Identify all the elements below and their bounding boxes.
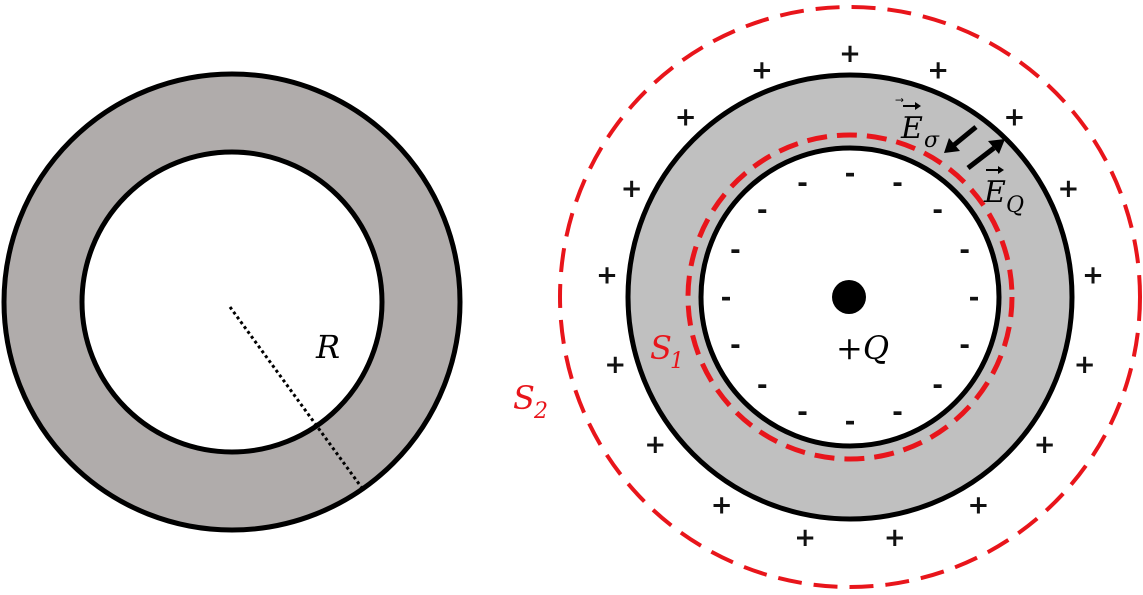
surface-s1-symbol: S (650, 329, 672, 367)
outer-charge-sign: + (794, 523, 816, 553)
point-charge-label: +Q (836, 329, 889, 367)
inner-charge-sign: - (892, 168, 903, 198)
outer-charge-sign: + (1074, 350, 1096, 380)
field-e-sigma-symbol: E (900, 111, 923, 146)
inner-surface-charges: ---------------- (721, 159, 980, 437)
inner-charge-sign: - (892, 398, 903, 428)
field-e-sigma-arrow (944, 125, 978, 153)
field-e-q-subscript: Q (1006, 193, 1024, 218)
outer-charge-sign: + (884, 523, 906, 553)
radius-line (228, 306, 364, 489)
vector-head-icon (915, 102, 921, 110)
inner-charge-sign: - (959, 236, 970, 266)
inner-charge-sign: - (721, 283, 732, 313)
outer-charge-sign: + (711, 491, 733, 521)
inner-charge-sign: - (845, 159, 856, 189)
field-e-q-label: E Q (983, 166, 1024, 218)
inner-charge-sign: - (932, 371, 943, 401)
outer-charge-sign: + (751, 56, 773, 86)
inner-charge-sign: - (757, 371, 768, 401)
surface-s1-subscript: 1 (670, 349, 684, 374)
vector-head-icon (998, 166, 1004, 174)
surface-s2-symbol: S (513, 379, 535, 417)
outer-charge-sign: + (675, 103, 697, 133)
outer-charge-sign: + (644, 430, 666, 460)
outer-charge-sign: + (927, 56, 949, 86)
surface-s2-label: S 2 (513, 379, 548, 424)
outer-charge-sign: + (1082, 261, 1104, 291)
outer-charge-sign: + (1058, 174, 1080, 204)
left-shell-figure: R (1, 71, 463, 533)
point-charge (832, 280, 866, 314)
outer-charge-sign: + (596, 261, 618, 291)
right-shell-figure: +Q ---------------- +++++++++++++++++ E … (513, 5, 1142, 589)
outer-charge-sign: + (604, 350, 626, 380)
inner-charge-sign: - (797, 398, 808, 428)
outer-charge-sign: + (968, 491, 990, 521)
field-e-q-arrow (966, 139, 1005, 170)
outer-charge-sign: + (621, 174, 643, 204)
outer-charge-sign: + (839, 39, 861, 69)
left-shell-cavity (79, 149, 385, 455)
radius-label: R (315, 328, 340, 366)
gaussian-surface-s1 (685, 132, 1015, 462)
field-e-q-symbol: E (983, 175, 1006, 210)
inner-charge-sign: - (969, 283, 980, 313)
inner-charge-sign: - (797, 168, 808, 198)
gaussian-surface-s2 (558, 5, 1142, 589)
inner-charge-sign: - (959, 331, 970, 361)
surface-s1-label: S 1 (650, 329, 684, 374)
inner-charge-sign: - (845, 407, 856, 437)
inner-charge-sign: - (932, 195, 943, 225)
inner-charge-sign: - (730, 236, 741, 266)
surface-s2-subscript: 2 (533, 399, 548, 424)
outer-charge-sign: + (1004, 103, 1026, 133)
outer-surface-charges: + + + + + + + + + + + + + + + + + (596, 39, 1104, 553)
outer-charge-sign: + (1034, 430, 1056, 460)
field-e-sigma-subscript: σ (924, 128, 940, 153)
inner-charge-sign: - (730, 331, 741, 361)
inner-charge-sign: - (757, 195, 768, 225)
field-e-sigma-label: E ⃗ σ (895, 98, 940, 153)
